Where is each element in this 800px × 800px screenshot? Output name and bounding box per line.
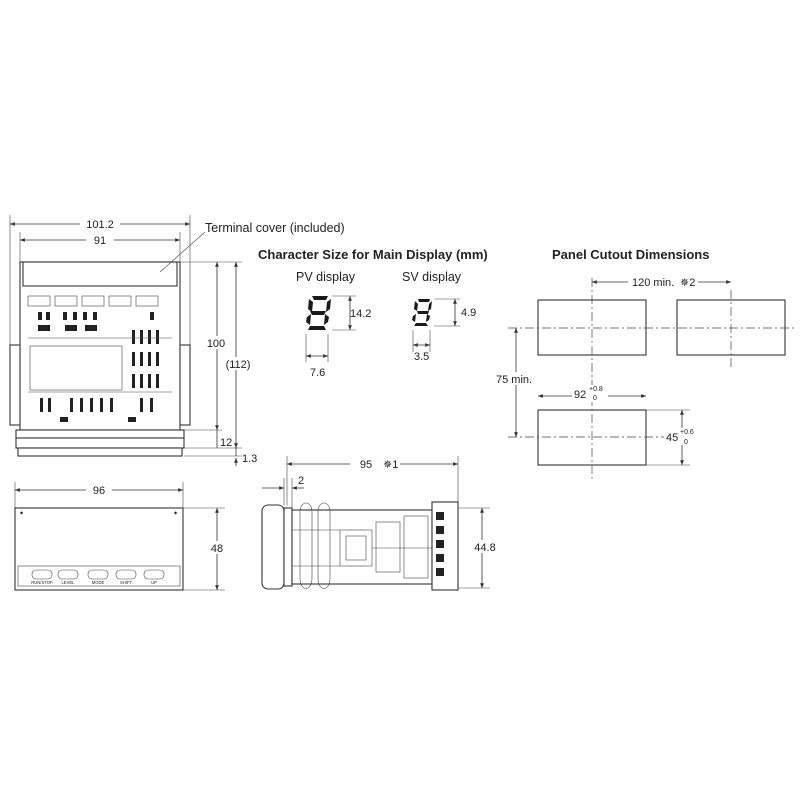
side-view: 95 ✵1 2 44.8 [261,456,500,591]
side-bezel [261,504,285,590]
side-terminal-blocks [436,512,444,576]
side-clip-1 [299,502,313,589]
cut-width-tol-zero: 0 [593,395,597,402]
key-strip [17,565,181,587]
dim-gap: 1.3 [242,453,257,465]
corner-mark-left: ◆ [20,510,24,515]
front-panel [14,507,184,591]
bezel-front [17,447,183,457]
pv-digit-8 [306,296,331,330]
cut-width: 92 [574,389,586,401]
panel-cutout-title: Panel Cutout Dimensions [552,247,709,262]
panel-cutout-section: Panel Cutout Dimensions 120 min. ✵2 75 m… [494,247,795,480]
character-size-title: Character Size for Main Display (mm) [258,247,488,262]
pv-height: 14.2 [350,308,371,320]
left-flange [9,344,21,426]
dim-side-height: 44.8 [474,542,495,554]
cut-height: 45 [666,432,678,444]
front-view: RUN/STOP LEVEL MODE SHIFT UP ◆ ◆ 96 48 [14,482,229,591]
side-clip-2 [317,502,331,589]
terminal-cover-leader [159,231,206,273]
key-buttons [31,569,165,580]
bezel-mid [15,437,185,449]
character-size-section: Character Size for Main Display (mm) PV … [258,247,488,379]
dim-bezel: 2 [298,475,304,487]
cut-height-tol-plus: +0.6 [680,429,694,436]
sv-display-label: SV display [402,270,462,284]
pv-width: 7.6 [310,367,325,379]
label-window [29,345,123,391]
vent-slots [38,312,159,422]
right-flange [179,344,191,426]
dim-depth: 95 [360,459,372,471]
terminal-row [27,295,159,307]
dim-height-overall: (112) [226,359,251,371]
dim-depth-note: ✵1 [383,459,398,471]
sv-height: 4.9 [461,307,476,319]
dim-front-width: 96 [93,485,105,497]
key-label-level: LEVEL [61,580,75,585]
dim-width-body: 91 [94,235,106,247]
pitch-v: 75 min. [496,374,532,386]
top-view: 101.2 91 Terminal cover (included) 100 (… [9,215,345,466]
side-gasket [283,507,293,587]
dim-height-body: 100 [207,338,225,350]
key-label-run-stop: RUN/STOP [31,580,53,585]
cut-width-tol-plus: +0.8 [589,386,603,393]
key-label-shift: SHIFT [120,580,133,585]
side-rear-terminals [431,501,459,591]
key-label-mode: MODE [92,580,105,585]
bezel-top [15,429,185,439]
sv-digit-8 [412,299,432,326]
dim-height-cover: 12 [220,437,232,449]
dim-width-overall: 101.2 [86,219,114,231]
pitch-h-note: ✵2 [680,277,695,289]
terminal-cover [22,261,178,287]
terminal-cover-note: Terminal cover (included) [205,221,345,235]
pv-display-label: PV display [296,270,356,284]
corner-mark-right: ◆ [174,510,178,515]
sv-width: 3.5 [414,351,429,363]
key-label-up: UP [151,580,157,585]
dim-front-height: 48 [211,543,223,555]
pitch-h: 120 min. [632,277,674,289]
cut-height-tol-zero: 0 [684,439,688,446]
side-housing [291,509,433,585]
